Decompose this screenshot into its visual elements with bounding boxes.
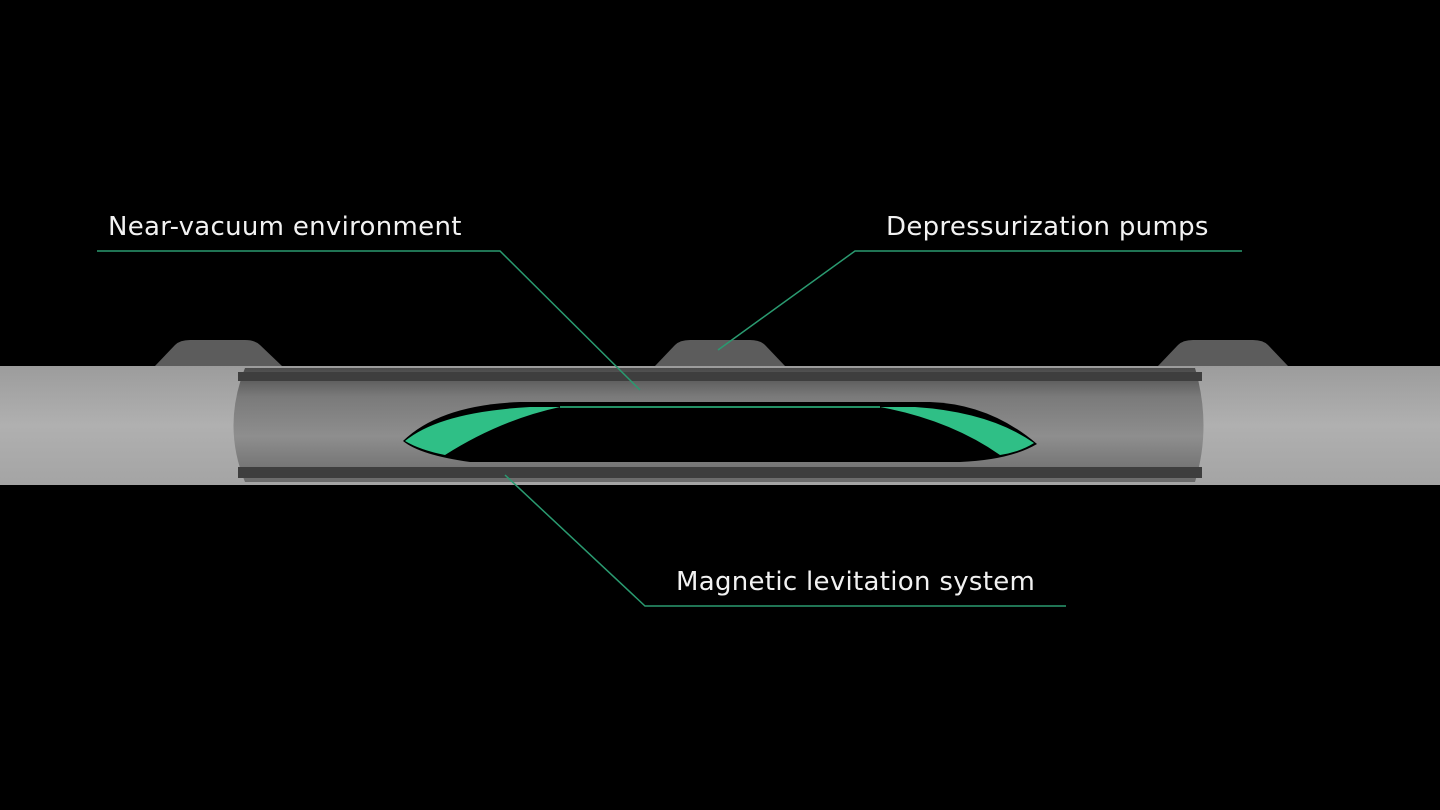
leader-maglev: [504, 474, 1066, 607]
label-near-vacuum-environment: Near-vacuum environment: [108, 212, 462, 242]
pod-body: [403, 402, 1037, 462]
pump-right: [1158, 340, 1288, 366]
leader-near-vacuum: [97, 250, 641, 391]
tube-inner-bottom-strip: [238, 467, 1202, 478]
pod-nose-right: [880, 407, 1034, 455]
pump-left: [155, 340, 282, 366]
label-depressurization-pumps: Depressurization pumps: [886, 212, 1209, 242]
tube-inner-top-strip: [238, 372, 1202, 381]
leader-pumps: [717, 250, 1242, 351]
pod-nose-left: [405, 407, 560, 455]
pumps: [155, 340, 1288, 366]
pod: [403, 402, 1037, 462]
leader-lines: [97, 250, 1242, 607]
pump-center: [655, 340, 785, 366]
label-magnetic-levitation-system: Magnetic levitation system: [676, 567, 1036, 597]
